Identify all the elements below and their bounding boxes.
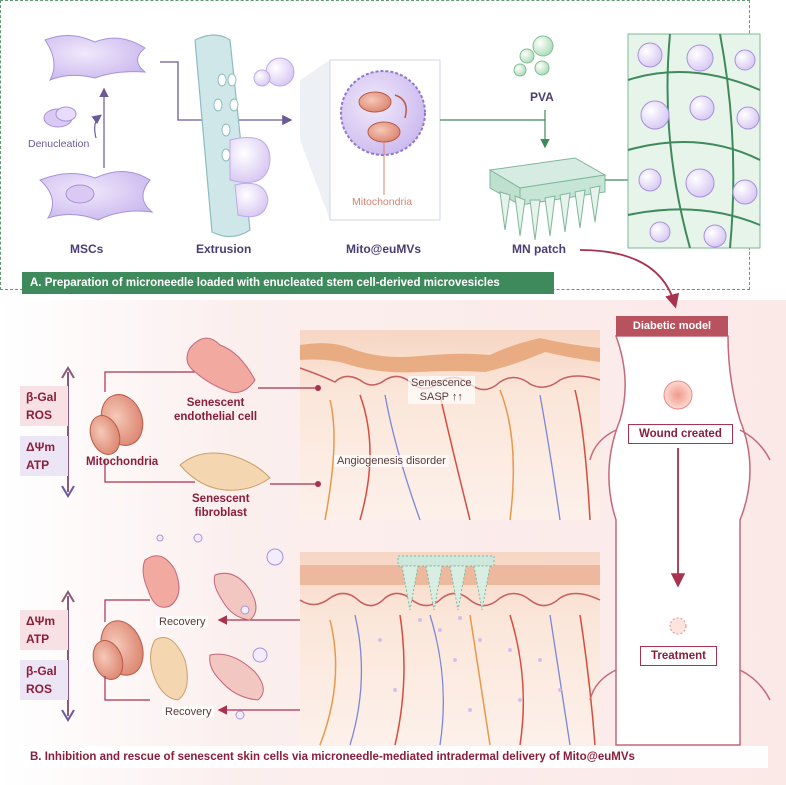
label-recovery-1: Recovery (156, 616, 209, 628)
wound-created-box: Wound created (628, 424, 733, 444)
markers-top-up: β-Gal ROS (20, 386, 68, 426)
panel-a-banner: A. Preparation of microneedle loaded wit… (22, 272, 554, 294)
markers-top-down: ΔΨm ATP (20, 436, 68, 476)
label-mito-eumvs: Mito@euMVs (346, 242, 422, 256)
label-senescent-endothelial: Senescent endothelial cell (174, 397, 258, 423)
label-extrusion: Extrusion (196, 242, 252, 256)
label-recovery-2: Recovery (162, 706, 215, 718)
label-senescent-fibroblast: Senescent fibroblast (192, 493, 250, 519)
label-mn-patch: MN patch (512, 242, 566, 256)
label-senescence-sasp: Senescence SASP ↑↑ (408, 376, 475, 404)
label-mitochondria-a: Mitochondria (352, 196, 413, 208)
markers-bottom-down: β-Gal ROS (20, 660, 68, 700)
label-angiogenesis-disorder: Angiogenesis disorder (334, 455, 449, 467)
label-denucleation: Denucleation (28, 138, 90, 150)
treatment-box: Treatment (640, 646, 717, 666)
label-pva: PVA (530, 90, 554, 104)
diabetic-model-banner: Diabetic model (616, 316, 728, 336)
label-mscs: MSCs (70, 242, 104, 256)
panel-b-banner: B. Inhibition and rescue of senescent sk… (18, 746, 768, 768)
markers-bottom-up: ΔΨm ATP (20, 610, 68, 650)
label-mitochondria-b: Mitochondria (86, 456, 159, 468)
